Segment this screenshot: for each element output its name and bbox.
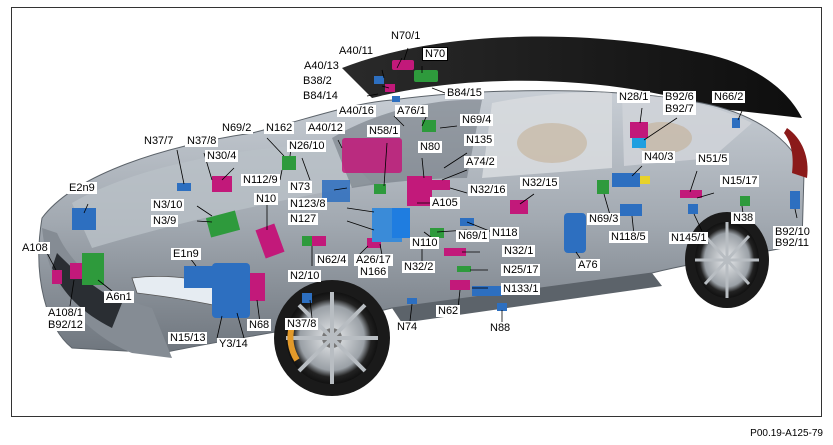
label-n32-16: N32/16	[468, 184, 508, 196]
label-n69-3: N69/3	[587, 213, 621, 225]
car-illustration	[38, 36, 808, 396]
components-blue	[72, 76, 800, 318]
label-n30-4: N30/4	[205, 150, 239, 162]
label-n73: N73	[288, 181, 313, 193]
tail-lamp	[784, 128, 808, 178]
label-n69-2: N69/2	[220, 122, 254, 134]
label-b84-14: B84/14	[301, 90, 340, 102]
label-n32-2: N32/2	[402, 261, 436, 273]
label-n58-1: N58/1	[367, 125, 401, 137]
diagram-frame: N70/1 A40/11 N70 A40/13 B38/2 B84/14 B84…	[11, 7, 822, 417]
label-n118: N118	[490, 227, 520, 239]
label-a40-16: A40/16	[337, 105, 376, 117]
label-n10: N10	[254, 193, 279, 205]
label-n62: N62	[436, 305, 461, 317]
label-y3-14: Y3/14	[217, 338, 250, 350]
label-a26-17: A26/17	[354, 254, 393, 266]
car-hood	[72, 143, 372, 248]
label-a108: A108	[20, 242, 50, 254]
label-n145-1: N145/1	[669, 232, 709, 244]
label-a108-1: A108/1	[46, 307, 85, 319]
label-n127: N127	[288, 213, 319, 225]
label-b92-12: B92/12	[46, 319, 85, 331]
document-code: P00.19-A125-79	[750, 428, 823, 439]
label-b92-6: B92/6	[663, 91, 696, 103]
label-b92-11: B92/11	[773, 237, 812, 249]
label-n80: N80	[418, 141, 443, 153]
label-n123-8: N123/8	[288, 198, 328, 210]
label-n28-1: N28/1	[617, 91, 651, 103]
label-b84-15: B84/15	[445, 87, 484, 99]
label-n74: N74	[395, 321, 420, 333]
label-n112-9: N112/9	[241, 174, 280, 186]
label-e1n9: E1n9	[171, 248, 201, 260]
label-n3-9: N3/9	[151, 215, 179, 227]
label-n38: N38	[731, 212, 756, 224]
label-n15-13: N15/13	[168, 332, 208, 344]
label-a40-13: A40/13	[302, 60, 341, 72]
label-n66-2: N66/2	[712, 91, 746, 103]
label-a105: A105	[430, 197, 460, 209]
label-n88: N88	[488, 322, 513, 334]
label-n15-17: N15/17	[720, 175, 760, 187]
label-a76: A76	[576, 259, 600, 271]
label-n118-5: N118/5	[609, 231, 648, 243]
label-n32-1: N32/1	[502, 245, 536, 257]
label-n51-5: N51/5	[696, 153, 730, 165]
label-n40-3: N40/3	[642, 151, 676, 163]
label-a40-12: A40/12	[306, 122, 345, 134]
label-n37-8-top: N37/8	[185, 135, 219, 147]
label-a40-11: A40/11	[337, 45, 376, 57]
label-n70: N70	[422, 47, 449, 61]
label-n25-17: N25/17	[501, 264, 541, 276]
label-n162: N162	[264, 122, 295, 134]
grille	[52, 253, 122, 328]
label-n70-1: N70/1	[389, 30, 423, 42]
label-n2-10: N2/10	[288, 270, 322, 282]
label-n62-4: N62/4	[315, 254, 349, 266]
label-b92-10: B92/10	[773, 226, 812, 238]
label-e2n9: E2n9	[67, 182, 97, 194]
component-n40-3	[612, 173, 640, 187]
label-n37-7: N37/7	[142, 135, 176, 147]
label-n133-1: N133/1	[501, 283, 541, 295]
label-n69-1: N69/1	[456, 230, 490, 242]
label-n68: N68	[247, 319, 272, 331]
label-n3-10: N3/10	[151, 199, 185, 211]
label-n135: N135	[464, 134, 495, 146]
label-n26-10: N26/10	[287, 140, 327, 152]
label-n110: N110	[410, 237, 440, 249]
label-a76-1: A76/1	[395, 105, 428, 117]
label-n32-15: N32/15	[520, 177, 560, 189]
components-green	[82, 70, 750, 285]
label-n166: N166	[358, 266, 389, 278]
rear-wheel	[685, 212, 769, 308]
label-a6n1: A6n1	[104, 291, 134, 303]
label-b38-2: B38/2	[301, 75, 334, 87]
front-wheel	[274, 280, 390, 396]
label-n37-8-bottom: N37/8	[285, 318, 319, 330]
label-a74-2: A74/2	[464, 156, 497, 168]
label-b92-7: B92/7	[663, 103, 696, 115]
label-n69-4: N69/4	[460, 114, 494, 126]
component-n40-3-yellow	[640, 176, 650, 184]
